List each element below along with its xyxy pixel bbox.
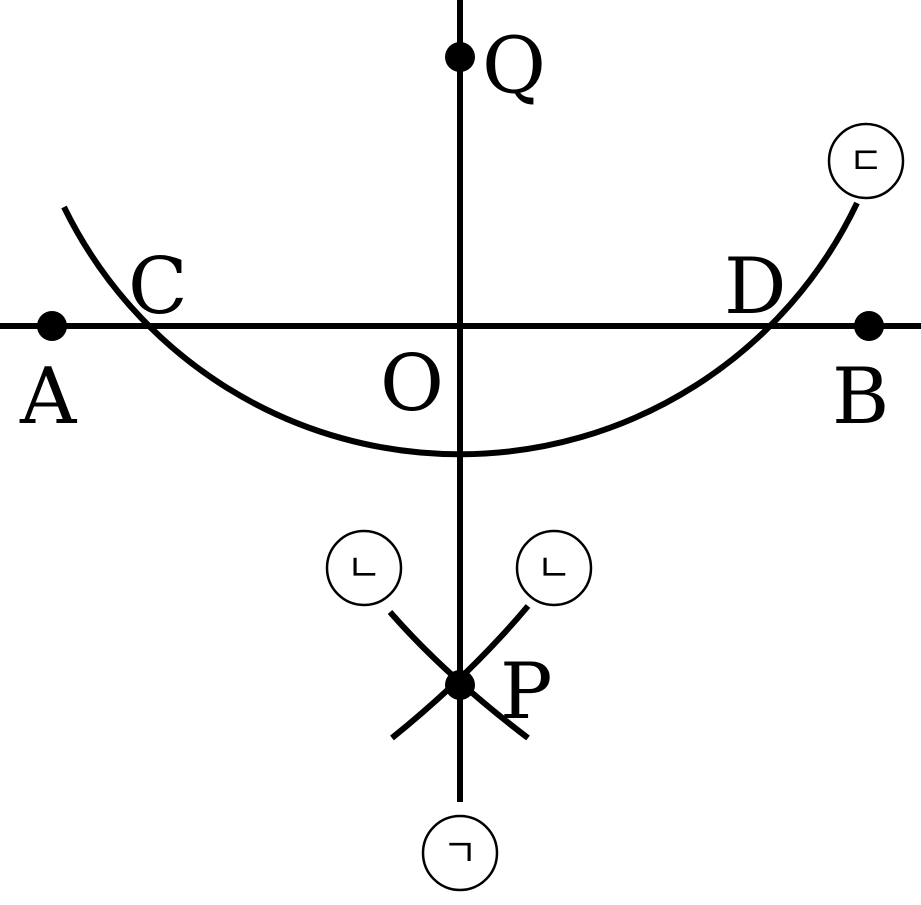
arc-from-q xyxy=(61,201,860,458)
step-marker-2-left: ㄴ xyxy=(325,529,403,607)
label-c: C xyxy=(128,242,188,332)
step-marker-1: ㄱ xyxy=(421,814,499,892)
point-b xyxy=(854,311,884,341)
step-marker-2-right: ㄴ xyxy=(515,529,593,607)
label-b: B xyxy=(832,352,889,442)
point-q xyxy=(445,42,475,72)
label-o: O xyxy=(380,339,444,429)
point-a xyxy=(37,311,67,341)
label-p: P xyxy=(500,647,552,737)
step-marker-3: ㄷ xyxy=(827,122,905,200)
step-marker-1-text: ㄱ xyxy=(443,831,478,875)
label-a: A xyxy=(19,352,78,442)
point-p xyxy=(445,670,475,700)
step-marker-3-text: ㄷ xyxy=(849,139,884,183)
step-marker-2-right-text: ㄴ xyxy=(537,546,572,590)
step-marker-2-left-text: ㄴ xyxy=(347,546,382,590)
label-q: Q xyxy=(482,21,546,111)
label-d: D xyxy=(724,242,787,332)
